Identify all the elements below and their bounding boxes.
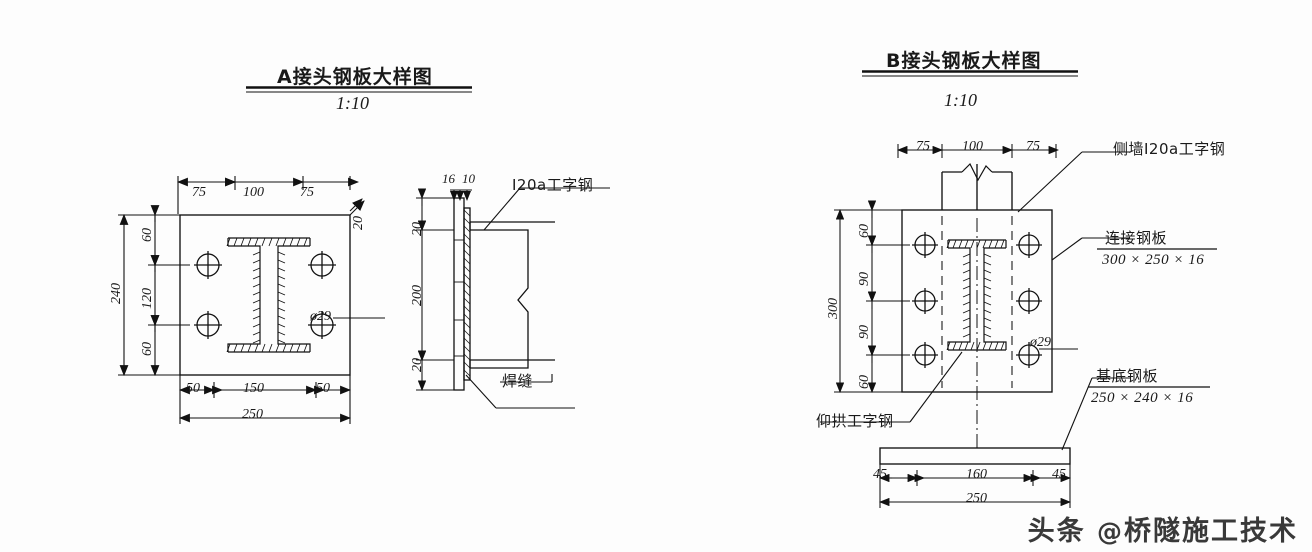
detail-b-scale: 1:10 xyxy=(944,90,977,110)
callout-b-invert-beam: 仰拱工字钢 xyxy=(816,412,894,430)
watermark-brand: 头条 xyxy=(1027,516,1086,547)
callout-b-side-wall-beam: 侧墙I20a工字钢 xyxy=(1113,140,1226,158)
watermark-at-symbol: @ xyxy=(1097,517,1124,546)
dim-a-bottom-50-right: 50 xyxy=(316,381,330,396)
callout-b-connection-plate-spec: 300 × 250 × 16 xyxy=(1102,252,1205,268)
dim-a-side-thickness-16: 16 xyxy=(442,171,455,186)
dim-a-left-60-bottom: 60 xyxy=(140,342,155,356)
callout-a-weld-label: 焊缝 xyxy=(502,372,534,390)
callout-b-base-plate-rule xyxy=(1088,386,1210,388)
detail-b-view xyxy=(820,144,1130,508)
dim-b-bottom-45-right: 45 xyxy=(1052,467,1066,482)
detail-b-title-rule xyxy=(862,70,1078,77)
dim-a-bottom-total-250: 250 xyxy=(242,407,263,422)
dim-a-bottom-150: 150 xyxy=(243,381,264,396)
dim-a-bottom-50-left: 50 xyxy=(186,381,200,396)
callout-b-base-plate: 基底钢板 xyxy=(1096,367,1159,385)
dim-b-top-75-left: 75 xyxy=(916,139,930,154)
dim-a-left-120: 120 xyxy=(140,288,155,309)
dim-a-side-200: 200 xyxy=(410,285,425,306)
dim-a-left-total-240: 240 xyxy=(109,283,124,304)
detail-a-scale: 1:10 xyxy=(336,93,369,113)
dim-b-left-60-top: 60 xyxy=(857,224,872,238)
dim-a-side-thickness-10: 10 xyxy=(462,171,475,186)
dim-b-bottom-45-left: 45 xyxy=(873,467,887,482)
callout-a-beam-label: I20a工字钢 xyxy=(512,176,594,194)
dim-b-left-60-bottom: 60 xyxy=(857,375,872,389)
dim-a-hole-diameter: ø29 xyxy=(310,309,331,324)
dim-b-bottom-total-250: 250 xyxy=(966,491,987,506)
dim-a-top-75-right: 75 xyxy=(300,185,314,200)
detail-a-front-view xyxy=(118,176,385,424)
dim-a-right-20: 20 xyxy=(351,216,366,230)
dim-b-left-90-lower: 90 xyxy=(857,325,872,339)
watermark-account: 桥隧施工技术 xyxy=(1124,516,1298,547)
callout-b-connection-plate: 连接钢板 xyxy=(1105,229,1168,247)
dim-a-side-20-bottom: 20 xyxy=(410,358,425,372)
dim-a-left-60-top: 60 xyxy=(140,228,155,242)
dim-b-top-100: 100 xyxy=(962,139,983,154)
dim-b-top-75-right: 75 xyxy=(1026,139,1040,154)
dim-b-left-90-upper: 90 xyxy=(857,272,872,286)
dim-b-hole-diameter: ø29 xyxy=(1030,335,1051,350)
dim-b-left-total-300: 300 xyxy=(826,298,841,319)
callout-b-connection-plate-rule xyxy=(1097,248,1217,250)
callout-b-base-plate-spec: 250 × 240 × 16 xyxy=(1091,390,1194,406)
detail-a-title-rule xyxy=(246,86,472,93)
detail-b-title: B接头钢板大样图 xyxy=(886,50,1042,72)
dim-b-bottom-160: 160 xyxy=(966,467,987,482)
bolt-hole-group-b xyxy=(912,232,1042,368)
detail-a-side-view xyxy=(416,187,610,409)
dim-a-top-75-left: 75 xyxy=(192,185,206,200)
watermark: 头条 @桥隧施工技术 xyxy=(1028,509,1298,548)
bolt-hole-group xyxy=(194,251,336,339)
detail-a-title: A接头钢板大样图 xyxy=(277,66,433,88)
dim-a-top-100: 100 xyxy=(243,185,264,200)
dim-a-side-20-top: 20 xyxy=(410,222,425,236)
